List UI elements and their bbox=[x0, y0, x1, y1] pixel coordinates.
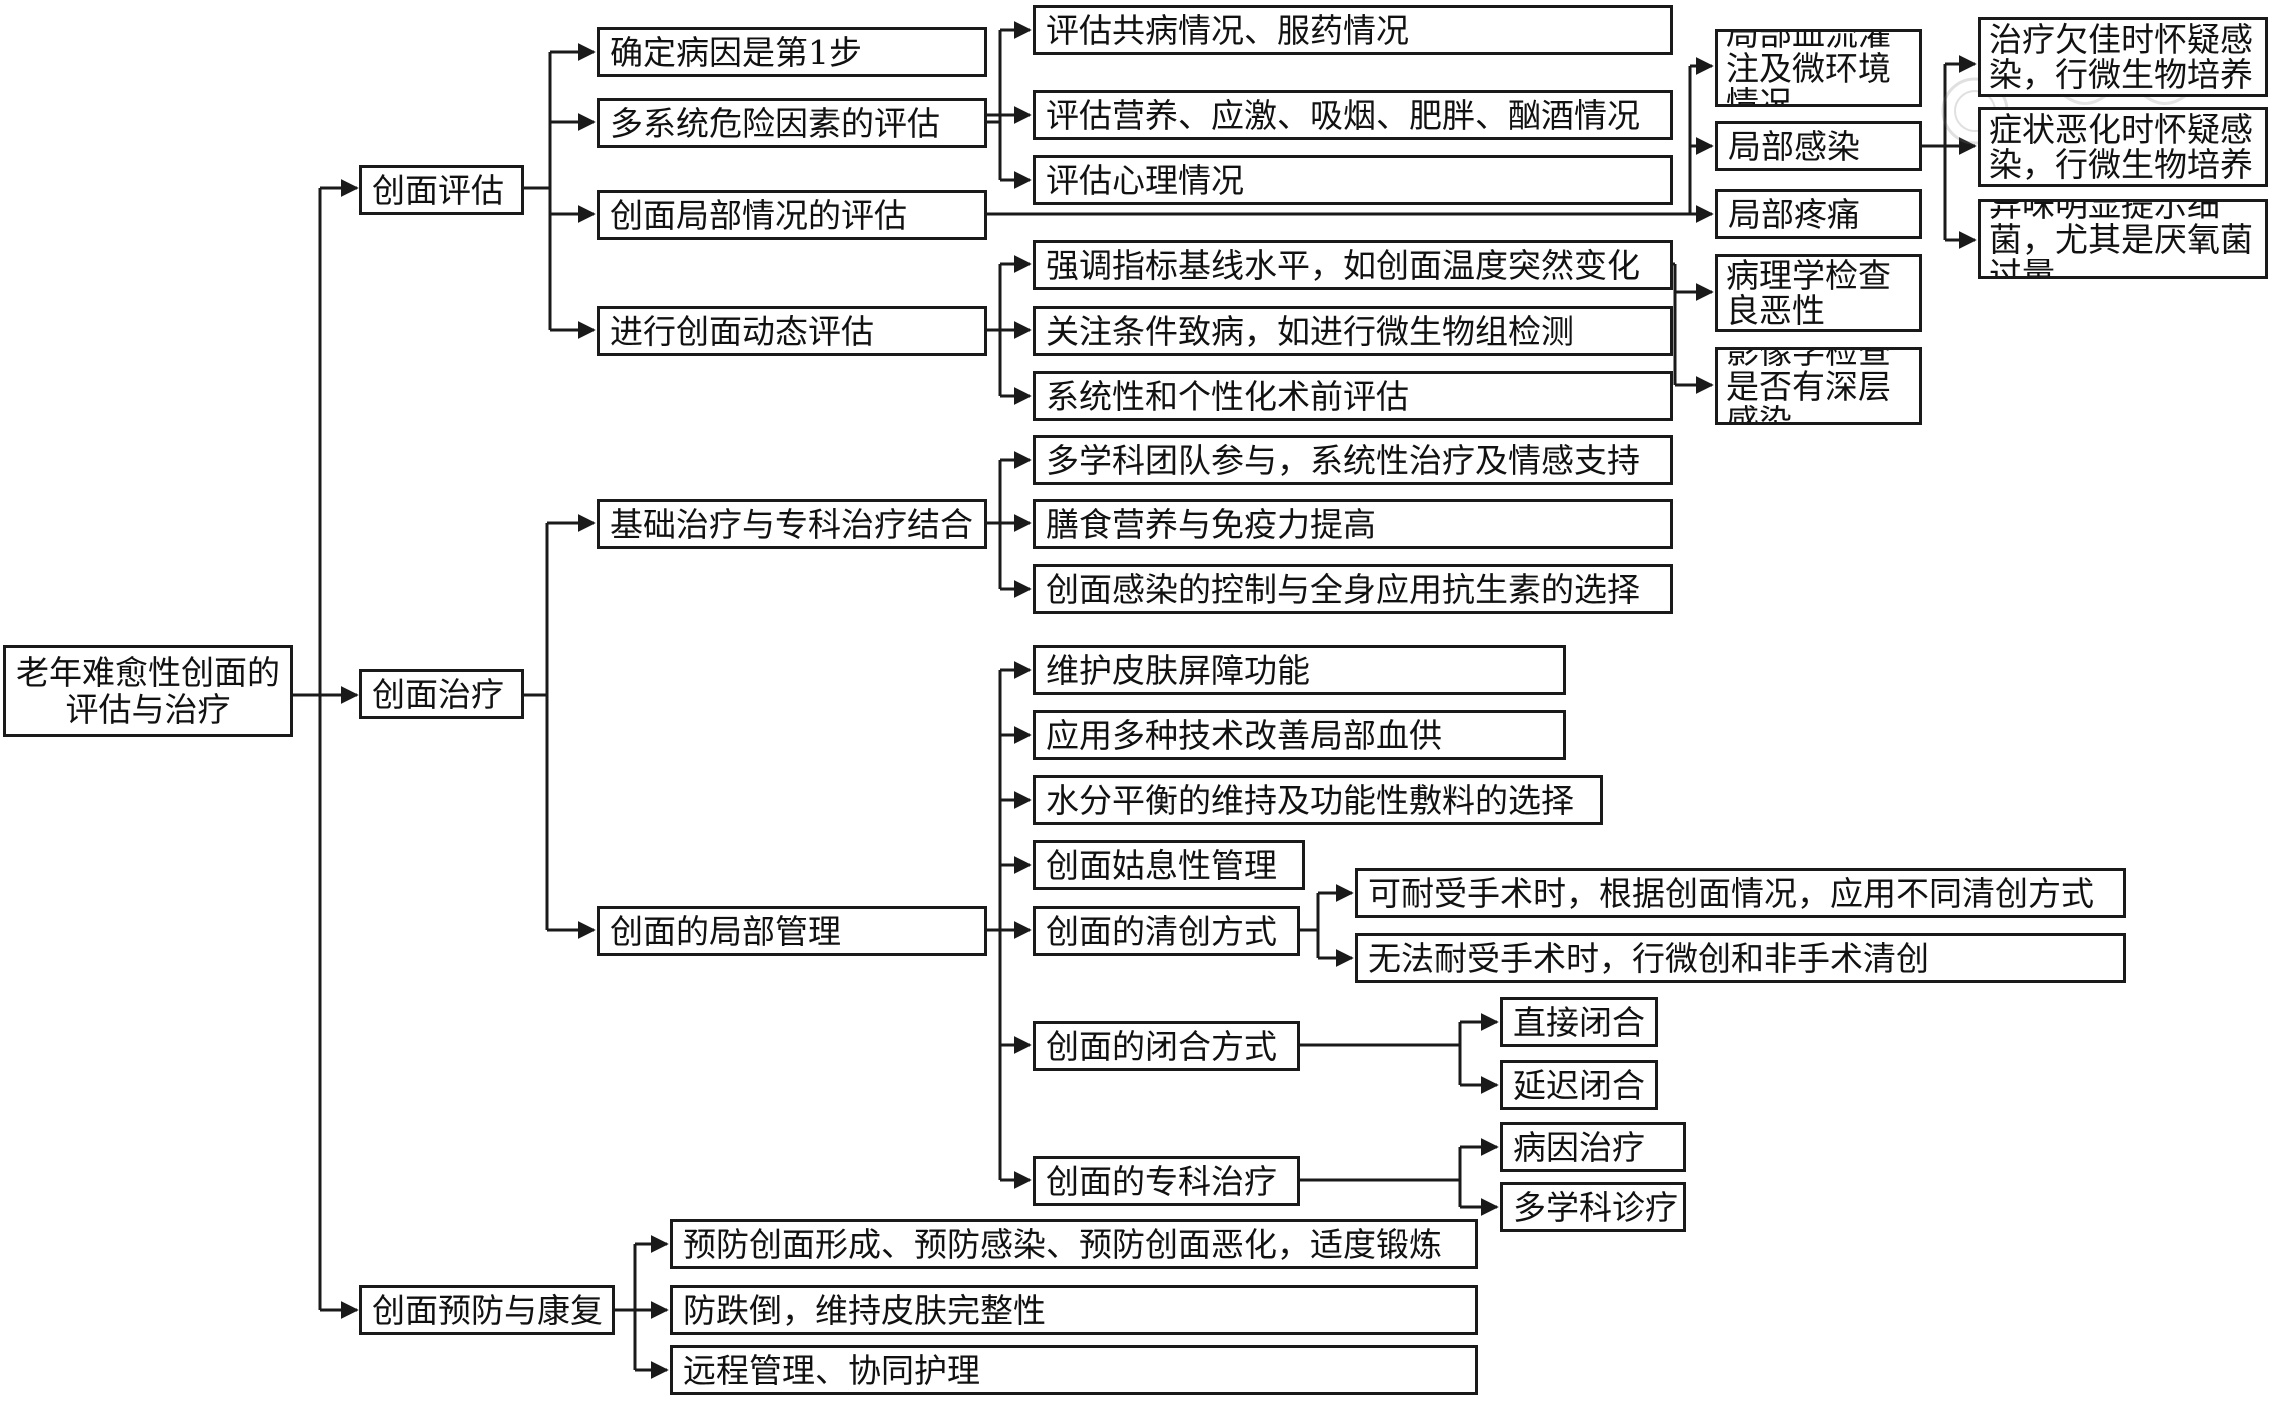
specialist-item: 多学科诊疗 bbox=[1500, 1182, 1686, 1232]
local-item: 局部疼痛 bbox=[1715, 189, 1922, 239]
node-assessment: 创面评估 bbox=[359, 165, 524, 215]
treatment-trunk-line bbox=[522, 523, 549, 930]
prevention-item: 防跌倒，维持皮肤完整性 bbox=[670, 1285, 1478, 1335]
node-risk: 多系统危险因素的评估 bbox=[597, 98, 987, 148]
prevention-item: 预防创面形成、预防感染、预防创面恶化，适度锻炼 bbox=[670, 1219, 1478, 1269]
node-combined: 基础治疗与专科治疗结合 bbox=[597, 499, 987, 549]
risk-trunk-line bbox=[985, 30, 1002, 180]
local-mgmt-item: 创面姑息性管理 bbox=[1033, 840, 1305, 890]
infection-item: 异味明显提示细菌，尤其是厌氧菌过量 bbox=[1978, 199, 2268, 279]
check-item: 影像学检查是否有深层感染 bbox=[1715, 347, 1922, 425]
combined-item: 多学科团队参与，系统性治疗及情感支持 bbox=[1033, 435, 1673, 485]
node-etiology: 确定病因是第1步 bbox=[597, 27, 987, 77]
closure-item: 直接闭合 bbox=[1500, 997, 1658, 1047]
assessment-trunk-line bbox=[522, 52, 552, 330]
node-closure: 创面的闭合方式 bbox=[1033, 1021, 1300, 1071]
node-prevention: 创面预防与康复 bbox=[359, 1285, 615, 1335]
debridement-trunk-line bbox=[1298, 893, 1320, 958]
node-treatment: 创面治疗 bbox=[359, 669, 524, 719]
dynamic-item: 系统性和个性化术前评估 bbox=[1033, 371, 1673, 421]
risk-item: 评估心理情况 bbox=[1033, 155, 1673, 205]
risk-item: 评估共病情况、服药情况 bbox=[1033, 5, 1673, 55]
closure-item: 延迟闭合 bbox=[1500, 1060, 1658, 1110]
node-local-mgmt: 创面的局部管理 bbox=[597, 906, 987, 956]
infection-item: 症状恶化时怀疑感染，行微生物培养 bbox=[1978, 107, 2268, 187]
node-dynamic: 进行创面动态评估 bbox=[597, 306, 987, 356]
prevention-item: 远程管理、协同护理 bbox=[670, 1345, 1478, 1395]
dynamic-item: 关注条件致病，如进行微生物组检测 bbox=[1033, 306, 1673, 356]
specialist-trunk-line bbox=[1298, 1147, 1462, 1207]
local-mgmt-item: 维护皮肤屏障功能 bbox=[1033, 645, 1566, 695]
risk-item: 评估营养、应激、吸烟、肥胖、酗酒情况 bbox=[1033, 90, 1673, 140]
debridement-item: 可耐受手术时，根据创面情况，应用不同清创方式 bbox=[1355, 868, 2126, 918]
debridement-item: 无法耐受手术时，行微创和非手术清创 bbox=[1355, 933, 2126, 983]
check-item: 病理学检查良恶性 bbox=[1715, 254, 1922, 332]
closure-trunk-line bbox=[1298, 1022, 1462, 1085]
local-item: 局部感染 bbox=[1715, 121, 1922, 171]
local-mgmt-item: 应用多种技术改善局部血供 bbox=[1033, 710, 1566, 760]
root-trunk-line bbox=[292, 188, 322, 1310]
node-specialist: 创面的专科治疗 bbox=[1033, 1156, 1300, 1206]
prevention-trunk-line bbox=[612, 1244, 637, 1370]
local-item: 局部血流灌注及微环境情况 bbox=[1715, 29, 1922, 107]
node-debridement: 创面的清创方式 bbox=[1033, 906, 1300, 956]
dynamic-item: 强调指标基线水平，如创面温度突然变化 bbox=[1033, 240, 1673, 290]
node-local: 创面局部情况的评估 bbox=[597, 190, 987, 240]
infection-item: 治疗欠佳时怀疑感染，行微生物培养 bbox=[1978, 17, 2268, 97]
combined-item: 膳食营养与免疫力提高 bbox=[1033, 499, 1673, 549]
local-mgmt-trunk-line bbox=[985, 670, 1002, 1180]
local-mgmt-item: 水分平衡的维持及功能性敷料的选择 bbox=[1033, 775, 1603, 825]
specialist-item: 病因治疗 bbox=[1500, 1122, 1686, 1172]
root-node: 老年难愈性创面的评估与治疗 bbox=[3, 645, 293, 737]
combined-item: 创面感染的控制与全身应用抗生素的选择 bbox=[1033, 564, 1673, 614]
